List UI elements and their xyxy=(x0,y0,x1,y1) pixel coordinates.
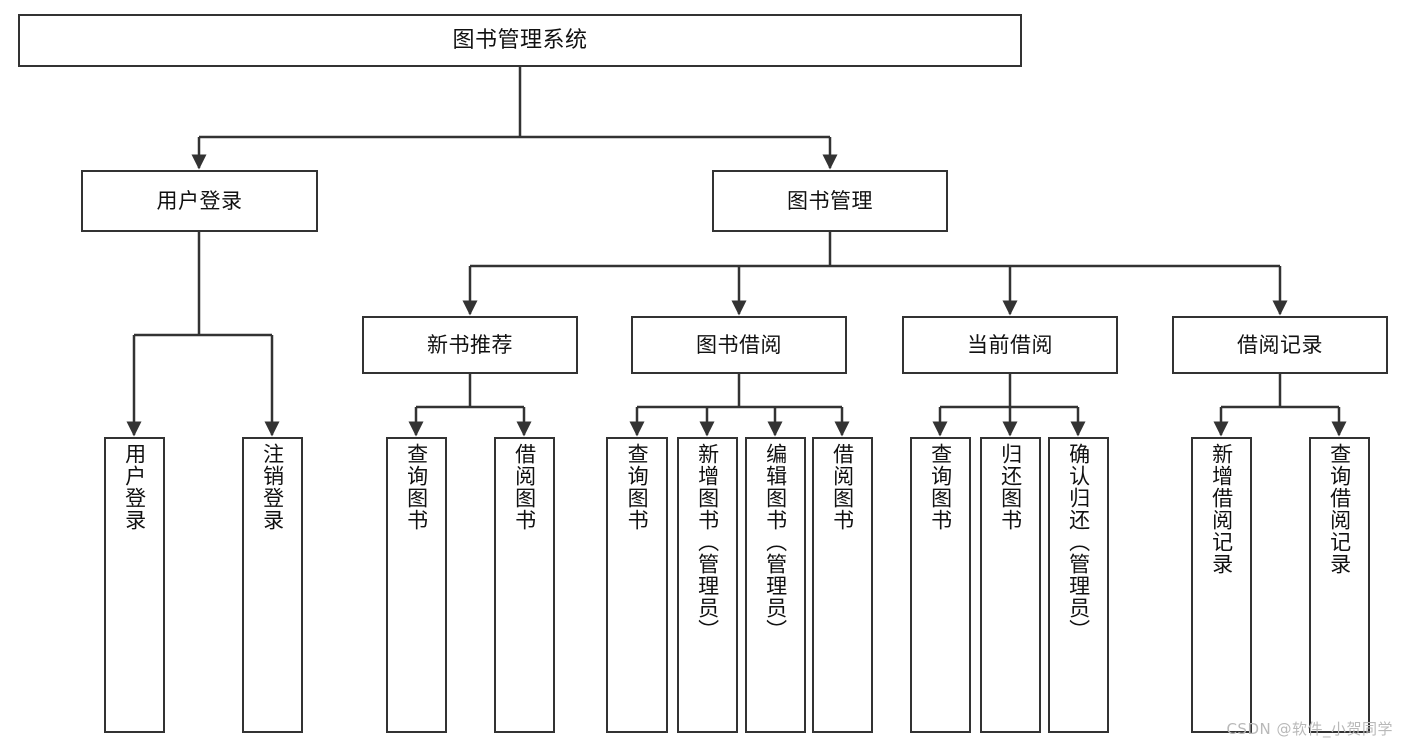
node-label: 用户登录 xyxy=(156,188,243,213)
node-label: 查询借阅记录 xyxy=(1327,443,1352,575)
node-label: 确认归还（管理员） xyxy=(1066,443,1091,641)
node-label: 新增图书（管理员） xyxy=(695,443,720,641)
node-leaf-borrow-book-recommend[interactable]: 借阅图书 xyxy=(494,437,555,733)
node-leaf-user-logout[interactable]: 注销登录 xyxy=(242,437,303,733)
node-current-borrow[interactable]: 当前借阅 xyxy=(902,316,1118,374)
node-book-borrow[interactable]: 图书借阅 xyxy=(631,316,847,374)
node-leaf-query-book-recommend[interactable]: 查询图书 xyxy=(386,437,447,733)
node-label: 查询图书 xyxy=(404,443,429,531)
node-leaf-query-borrow-record[interactable]: 查询借阅记录 xyxy=(1309,437,1370,733)
node-label: 注销登录 xyxy=(260,443,285,531)
node-label: 查询图书 xyxy=(625,443,650,531)
node-label: 借阅记录 xyxy=(1237,332,1323,357)
node-label: 新增借阅记录 xyxy=(1209,443,1234,575)
node-label: 用户登录 xyxy=(122,443,147,531)
node-label: 借阅图书 xyxy=(830,443,855,531)
node-label: 新书推荐 xyxy=(427,332,513,357)
node-leaf-return-book[interactable]: 归还图书 xyxy=(980,437,1041,733)
node-leaf-query-book-borrow[interactable]: 查询图书 xyxy=(606,437,668,733)
node-leaf-confirm-return[interactable]: 确认归还（管理员） xyxy=(1048,437,1109,733)
node-label: 图书管理系统 xyxy=(452,27,588,53)
node-label: 借阅图书 xyxy=(512,443,537,531)
node-new-book-recommend[interactable]: 新书推荐 xyxy=(362,316,578,374)
node-leaf-add-borrow-record[interactable]: 新增借阅记录 xyxy=(1191,437,1252,733)
node-label: 查询图书 xyxy=(928,443,953,531)
node-book-management[interactable]: 图书管理 xyxy=(712,170,948,232)
watermark-text: CSDN @软件_小贺同学 xyxy=(1226,720,1393,738)
node-label: 图书借阅 xyxy=(696,332,782,357)
node-leaf-edit-book[interactable]: 编辑图书（管理员） xyxy=(745,437,806,733)
node-label: 当前借阅 xyxy=(967,332,1053,357)
node-borrow-record[interactable]: 借阅记录 xyxy=(1172,316,1388,374)
node-label: 图书管理 xyxy=(787,188,873,213)
node-label: 编辑图书（管理员） xyxy=(763,443,788,641)
node-user-login[interactable]: 用户登录 xyxy=(81,170,318,232)
node-root-book-management-system[interactable]: 图书管理系统 xyxy=(18,14,1022,67)
node-label: 归还图书 xyxy=(998,443,1023,531)
node-leaf-query-book-current[interactable]: 查询图书 xyxy=(910,437,971,733)
node-leaf-borrow-book[interactable]: 借阅图书 xyxy=(812,437,873,733)
node-leaf-add-book[interactable]: 新增图书（管理员） xyxy=(677,437,738,733)
node-leaf-user-login[interactable]: 用户登录 xyxy=(104,437,165,733)
